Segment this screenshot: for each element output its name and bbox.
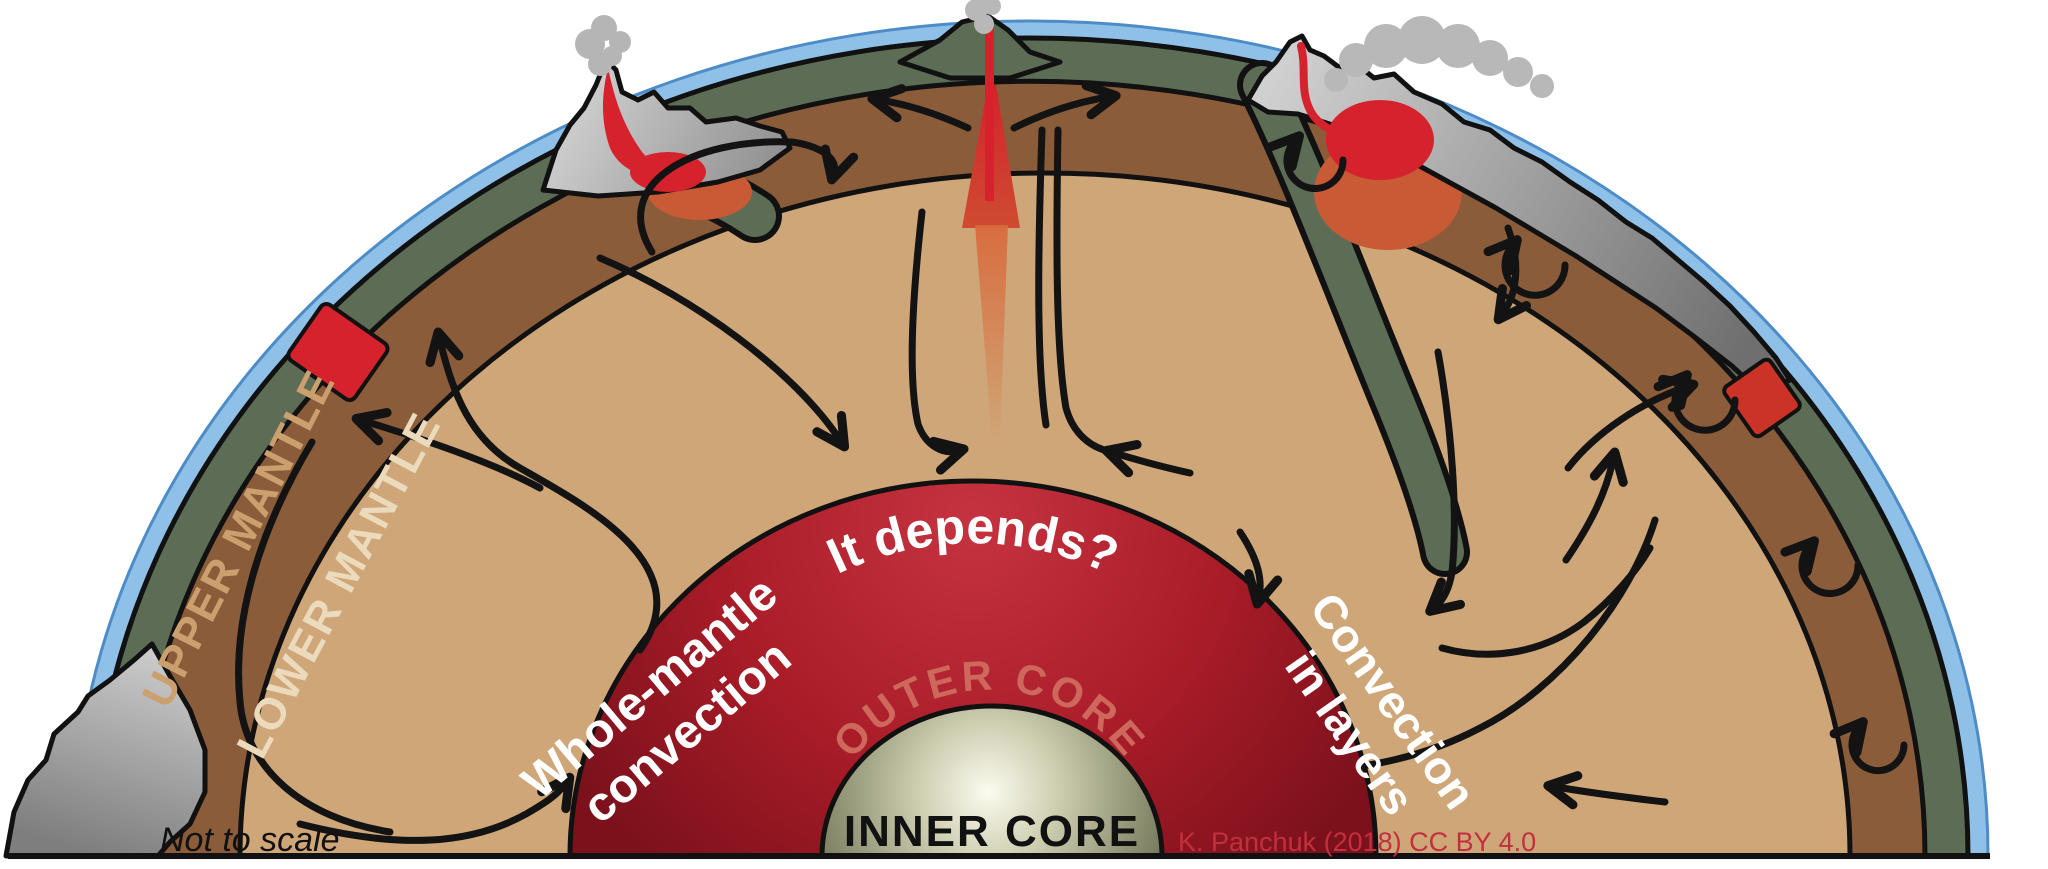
ridge-dike [985, 26, 994, 201]
convection-arrow [908, 208, 969, 475]
convection-arrow [1236, 528, 1283, 609]
convection-arrow [1543, 771, 1669, 810]
outer-core [567, 478, 1379, 859]
continent-landmass [3, 641, 208, 859]
convection-eddy [1780, 536, 1862, 597]
magma-conduit-right [1297, 42, 1355, 142]
attribution-label: K. Panchuk (2018) CC BY 4.0 [1178, 827, 1536, 857]
convection-arrow [296, 772, 575, 844]
convection-arrow [637, 138, 859, 256]
convection-arrow [1010, 81, 1121, 132]
rift-magma [286, 301, 390, 403]
convection-arrow [1562, 447, 1628, 564]
smoke-plume-left [575, 15, 631, 76]
convection-arrow [1425, 348, 1466, 616]
inner-core-label: INNER CORE [844, 807, 1140, 856]
convection-arrow [235, 438, 394, 836]
convection-eddy [1483, 235, 1569, 299]
magma-conduit-left [603, 68, 664, 177]
inner-core [819, 703, 1165, 859]
smoke-plume-center [965, 0, 1001, 34]
convection-arrow [1053, 126, 1108, 454]
convection-arrows [235, 81, 1908, 844]
convection-eddy [1653, 370, 1739, 434]
convection-arrow [351, 408, 544, 492]
convection-arrow [596, 254, 850, 452]
smoke-plume-right [1324, 16, 1554, 98]
convection-arrow [867, 84, 972, 132]
convection-arrow [1101, 439, 1194, 478]
ridge-magma-tail [975, 225, 1008, 440]
not-to-scale-label: Not to scale [160, 821, 340, 859]
convection-eddy [1265, 131, 1347, 192]
convection-eddy [1829, 717, 1908, 775]
mid-ocean-ridge [897, 13, 1063, 81]
convection-arrow [1035, 126, 1050, 429]
magma-chamber-right [1326, 100, 1434, 180]
convection-arrow [425, 327, 661, 654]
rift-magma-right [1722, 357, 1802, 439]
convection-arrow [1358, 516, 1659, 770]
